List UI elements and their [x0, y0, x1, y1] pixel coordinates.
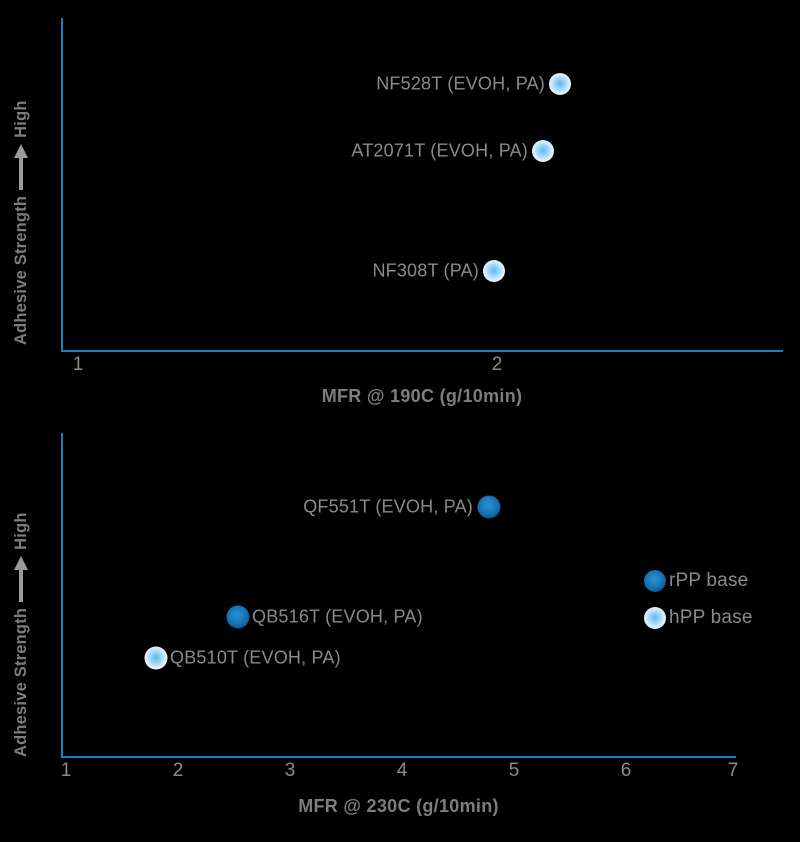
legend-label-hpp: hPP base [669, 607, 753, 628]
chart-panel-mfr-230c: Adhesive Strength High 1 2 3 4 5 6 7 MFR… [0, 415, 800, 842]
x-tick-bottom-3: 4 [396, 760, 408, 781]
data-point-label-at2071t: AT2071T (EVOH, PA) [351, 140, 528, 161]
legend-item-hpp[interactable]: hPP base [644, 607, 753, 629]
legend-item-rpp[interactable]: rPP base [644, 570, 748, 592]
y-axis-caption-top: Adhesive Strength High [8, 15, 34, 345]
legend-marker-hpp-icon [644, 607, 666, 629]
up-arrow-icon [13, 555, 29, 602]
x-tick-top-0: 1 [72, 354, 84, 375]
x-tick-bottom-2: 3 [284, 760, 296, 781]
x-tick-top-1: 2 [491, 354, 503, 375]
up-arrow-icon [13, 143, 29, 190]
legend: rPP base hPP base [644, 570, 794, 632]
x-axis-caption-top: MFR @ 190C (g/10min) [321, 386, 523, 406]
y-axis-direction-label-top: High [11, 100, 30, 138]
x-axis-caption-bottom: MFR @ 230C (g/10min) [298, 796, 499, 816]
legend-marker-rpp-icon [644, 570, 666, 592]
y-axis-caption-bottom: Adhesive Strength High [8, 427, 34, 757]
x-tick-bottom-4: 5 [508, 760, 520, 781]
data-point-qf551t[interactable] [477, 495, 501, 519]
data-point-nf308t[interactable] [483, 260, 505, 282]
y-axis-label-bottom: Adhesive Strength [11, 607, 30, 757]
chart-panel-mfr-190c: Adhesive Strength High 1 2 MFR @ 190C (g… [0, 0, 800, 415]
x-tick-bottom-6: 7 [727, 760, 739, 781]
data-point-label-qf551t: QF551T (EVOH, PA) [303, 496, 473, 517]
x-tick-bottom-1: 2 [172, 760, 184, 781]
data-point-label-nf528t: NF528T (EVOH, PA) [376, 73, 545, 94]
legend-label-rpp: rPP base [669, 570, 749, 591]
data-point-qb510t[interactable] [144, 646, 168, 670]
y-axis-line-top [61, 18, 63, 352]
data-point-label-qb510t: QB510T (EVOH, PA) [170, 647, 341, 668]
data-point-label-nf308t: NF308T (PA) [372, 260, 479, 281]
data-point-label-qb516t: QB516T (EVOH, PA) [252, 606, 423, 627]
y-axis-label-top: Adhesive Strength [11, 195, 30, 345]
data-point-nf528t[interactable] [549, 73, 571, 95]
data-point-qb516t[interactable] [226, 605, 250, 629]
x-axis-line-top [61, 350, 783, 352]
y-axis-direction-label-bottom: High [11, 512, 30, 550]
x-tick-bottom-0: 1 [60, 760, 72, 781]
y-axis-line-bottom [61, 433, 63, 758]
data-point-at2071t[interactable] [532, 140, 554, 162]
x-axis-line-bottom [61, 756, 736, 758]
x-tick-bottom-5: 6 [620, 760, 632, 781]
